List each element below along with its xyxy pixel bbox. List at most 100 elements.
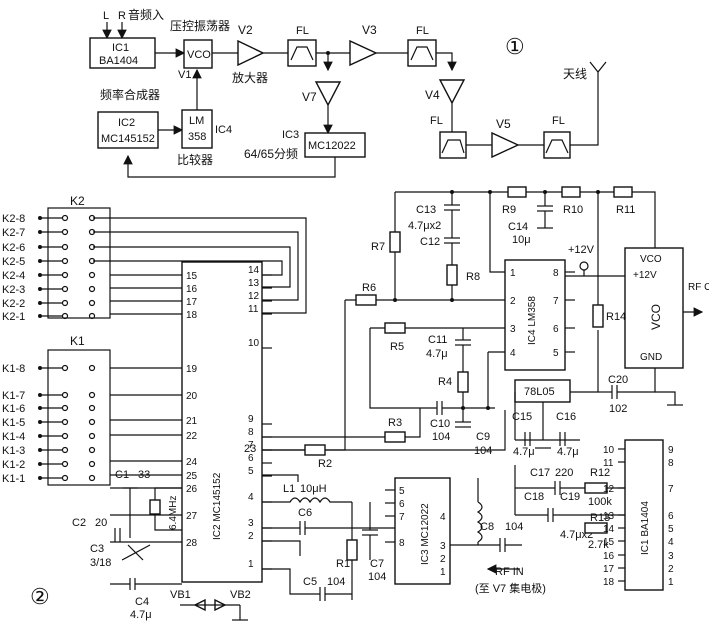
comparator-block bbox=[181, 109, 213, 149]
figure-2-number: ② bbox=[30, 584, 50, 609]
k2-switch-contact bbox=[88, 271, 96, 279]
rf-in-label: RF IN bbox=[495, 566, 524, 578]
ic4-pin-right: 6 bbox=[553, 324, 559, 335]
r5-label: R5 bbox=[390, 341, 404, 353]
r13-label: R13 bbox=[590, 512, 610, 524]
vco-module bbox=[624, 247, 684, 369]
v3-label: V3 bbox=[362, 23, 377, 37]
crystal-icon bbox=[149, 499, 161, 515]
k2-switch-contact bbox=[88, 312, 96, 320]
comparator-part: 358 bbox=[188, 131, 206, 143]
c8-value: 104 bbox=[505, 521, 523, 533]
figure-1-number: ① bbox=[505, 34, 525, 59]
ic1-name: IC1 bbox=[112, 42, 129, 54]
c18-label: C18 bbox=[524, 491, 544, 503]
vco-block bbox=[183, 39, 213, 69]
k1-switch-label: K1-7 bbox=[2, 390, 25, 402]
r14-label: R14 bbox=[606, 311, 626, 323]
ic2-pin-right: 9 bbox=[248, 414, 254, 425]
c5-label: C5 bbox=[303, 576, 317, 588]
ic1-pin-left: 12 bbox=[603, 484, 615, 495]
ic1-pin-right: 9 bbox=[668, 445, 674, 456]
k1-switch-label: K1-6 bbox=[2, 403, 25, 415]
r3-resistor bbox=[384, 431, 406, 443]
vco-supply-label: +12V bbox=[633, 270, 657, 281]
vco-gnd-label: GND bbox=[640, 352, 662, 363]
input-r-label: R bbox=[118, 10, 126, 22]
plus-12v-terminal bbox=[579, 261, 589, 271]
c3-label: C3 bbox=[90, 543, 104, 555]
ic1-pin-left: 10 bbox=[603, 445, 615, 456]
c17-label: C17 bbox=[530, 467, 550, 479]
fl4-filter bbox=[543, 131, 571, 159]
v1-label: V1 bbox=[178, 69, 191, 81]
synth-title: 频率合成器 bbox=[100, 87, 160, 102]
ic2-pin-right: 3 bbox=[248, 518, 254, 529]
c11-value: 4.7μ bbox=[426, 348, 448, 360]
r4-label: R4 bbox=[438, 376, 452, 388]
vco-title: 压控振荡器 bbox=[170, 19, 230, 33]
k1-switch-contact bbox=[61, 404, 69, 412]
ic2-pin-left: 15 bbox=[186, 271, 198, 282]
ic2-pin-left: 16 bbox=[186, 284, 198, 295]
c14-label: C14 bbox=[508, 221, 528, 233]
ic2-pin-right: 8 bbox=[248, 427, 254, 438]
r11-label: R11 bbox=[616, 204, 635, 216]
ic2-pin-right: 7 bbox=[248, 440, 254, 451]
ic1-pin-right: 4 bbox=[668, 537, 674, 548]
synth-part: MC145152 bbox=[101, 133, 155, 145]
k2-switch-contact bbox=[61, 312, 69, 320]
c1-value: 33 bbox=[138, 469, 150, 481]
ic4-label: IC4 LM358 bbox=[527, 296, 538, 345]
ic2-label: IC2 MC145152 bbox=[212, 472, 223, 540]
ic2-pin-left: 27 bbox=[186, 511, 198, 522]
k2-switch-label: K2-2 bbox=[2, 298, 25, 310]
ic4-pin-right: 5 bbox=[553, 348, 559, 359]
ic4-pin-left: 4 bbox=[510, 348, 516, 359]
c2-label: C2 bbox=[72, 517, 86, 529]
v4-label: V4 bbox=[425, 88, 440, 102]
ic3-pin-right: 3 bbox=[440, 541, 446, 552]
ic2-pin-left: 24 bbox=[186, 457, 198, 468]
r1-label: R1 bbox=[336, 558, 350, 570]
k2-switch-contact bbox=[61, 285, 69, 293]
ic3-pin-right: 1 bbox=[440, 567, 446, 578]
r12-value: 100k bbox=[588, 496, 612, 508]
ic2-pin-right: 12 bbox=[248, 291, 260, 302]
ic2-pin-left: 22 bbox=[186, 431, 198, 442]
vco-label: VCO bbox=[187, 49, 211, 61]
ic1-pin-left: 16 bbox=[603, 551, 615, 562]
fl1-filter bbox=[287, 39, 317, 67]
c19-label: C19 bbox=[560, 491, 580, 503]
k2-switch-contact bbox=[61, 271, 69, 279]
ic4-lm358-chip bbox=[504, 259, 566, 371]
ic2-pin-right: 10 bbox=[248, 338, 260, 349]
ic2-pin-right: 6 bbox=[248, 453, 254, 464]
k1-switch-contact bbox=[88, 404, 96, 412]
k1-switch-contact bbox=[61, 446, 69, 454]
c4-label: C4 bbox=[135, 596, 149, 608]
ic1-pin-right: 6 bbox=[668, 511, 674, 522]
rf-out-label: RF OUT bbox=[688, 282, 709, 293]
ic4-pin-right: 7 bbox=[553, 296, 559, 307]
c13-label: C13 bbox=[416, 204, 436, 216]
v5-amplifier-icon bbox=[491, 131, 520, 159]
c16-label: C16 bbox=[556, 411, 576, 423]
ic2-pin-left: 25 bbox=[186, 471, 198, 482]
k2-switch-contact bbox=[88, 299, 96, 307]
k2-switch-contact bbox=[61, 228, 69, 236]
k1-switch-contact bbox=[61, 391, 69, 399]
v4-amplifier-icon bbox=[438, 79, 466, 105]
ic3-pin-left: 6 bbox=[399, 499, 405, 510]
ic1-ba1404-chip bbox=[624, 439, 664, 591]
ic4-pin-left: 3 bbox=[510, 324, 516, 335]
ic2-pin-right: 13 bbox=[248, 278, 260, 289]
k2-switch-label: K2-4 bbox=[2, 270, 25, 282]
v2-caption: 放大器 bbox=[232, 70, 268, 85]
r1-resistor bbox=[346, 539, 358, 561]
r6-label: R6 bbox=[362, 282, 376, 294]
ic2-pin-right: 14 bbox=[248, 265, 260, 276]
ic3-pin-left: 7 bbox=[399, 512, 405, 523]
ic1-pin-right: 2 bbox=[668, 564, 674, 575]
